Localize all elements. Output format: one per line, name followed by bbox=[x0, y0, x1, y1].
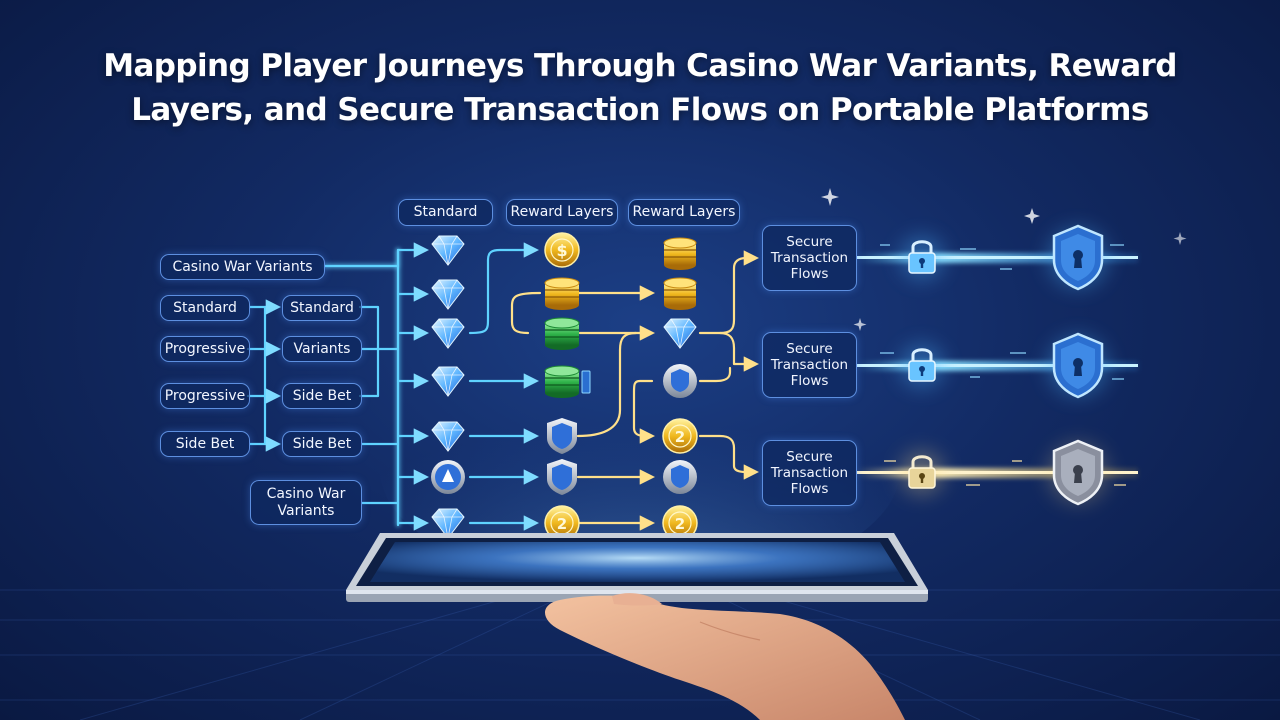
mid-box-standard: Standard bbox=[282, 295, 362, 321]
secure-transaction-flows-1: Secure Transaction Flows bbox=[762, 225, 857, 291]
hand bbox=[545, 593, 905, 720]
left-box-progressive: Progressive bbox=[160, 336, 250, 362]
bottom-box-casino-war-variants: Casino War Variants bbox=[250, 480, 362, 525]
left-box-progressive: Progressive bbox=[160, 383, 250, 409]
diamond-icon bbox=[431, 235, 465, 266]
secure-transaction-flows-2: Secure Transaction Flows bbox=[762, 332, 857, 398]
diamond-icon bbox=[431, 279, 465, 310]
sparkles bbox=[821, 188, 1187, 331]
mid-box-variants: Variants bbox=[282, 336, 362, 362]
svg-text:2: 2 bbox=[675, 515, 685, 533]
gold-chip-stack-icon bbox=[544, 277, 580, 310]
connectors-right bbox=[510, 250, 760, 531]
diamond-icon bbox=[663, 318, 697, 349]
shield-lock-icon bbox=[1048, 332, 1108, 399]
title-line-1: Mapping Player Journeys Through Casino W… bbox=[103, 48, 1177, 84]
padlock-icon bbox=[900, 344, 944, 388]
mid-box-side-bet: Side Bet bbox=[282, 431, 362, 457]
padlock-icon bbox=[900, 451, 944, 495]
svg-text:$: $ bbox=[556, 241, 567, 260]
gold-coin-icon: 2 bbox=[662, 418, 698, 454]
secure-beams bbox=[856, 244, 1138, 486]
gold-chip-stack-icon bbox=[663, 277, 697, 310]
padlock-icon bbox=[900, 236, 944, 280]
svg-text:2: 2 bbox=[675, 428, 685, 446]
shield-badge-icon bbox=[663, 460, 697, 494]
left-box-side-bet: Side Bet bbox=[160, 431, 250, 457]
shield-lock-icon bbox=[1048, 224, 1108, 291]
column-b-icons: $ 2 bbox=[544, 232, 591, 541]
secure-transaction-flows-3: Secure Transaction Flows bbox=[762, 440, 857, 506]
gold-coin-icon: 2 bbox=[544, 505, 580, 541]
header-standard: Standard bbox=[398, 199, 493, 226]
security-icons bbox=[900, 224, 1108, 506]
header-reward-layers-1: Reward Layers bbox=[506, 199, 618, 226]
diamond-icon bbox=[431, 318, 465, 349]
header-reward-layers-2: Reward Layers bbox=[628, 199, 740, 226]
gold-coin-icon: $ bbox=[544, 232, 580, 268]
column-c-icons: 2 2 bbox=[662, 237, 698, 541]
left-box-standard: Standard bbox=[160, 295, 250, 321]
mid-box-side-bet: Side Bet bbox=[282, 383, 362, 409]
diamond-icon bbox=[431, 421, 465, 452]
column-a-icons bbox=[431, 235, 465, 539]
left-box-casino-war-variants: Casino War Variants bbox=[160, 254, 325, 280]
page-title: Mapping Player Journeys Through Casino W… bbox=[0, 44, 1280, 132]
shield-badge-icon bbox=[547, 418, 577, 454]
diamond-icon bbox=[431, 366, 465, 397]
shield-badge-icon bbox=[663, 364, 697, 398]
connectors-left bbox=[246, 242, 540, 531]
tablet-device bbox=[346, 533, 928, 602]
gold-chip-stack-icon bbox=[663, 237, 697, 270]
title-line-2: Layers, and Secure Transaction Flows on … bbox=[131, 92, 1149, 128]
shield-lock-icon bbox=[1048, 439, 1108, 506]
shield-badge-icon bbox=[547, 459, 577, 495]
green-chip-stack-icon bbox=[544, 317, 580, 350]
svg-text:2: 2 bbox=[557, 515, 567, 533]
green-chip-stack-icon bbox=[544, 365, 591, 398]
shield-badge-icon bbox=[431, 460, 465, 494]
